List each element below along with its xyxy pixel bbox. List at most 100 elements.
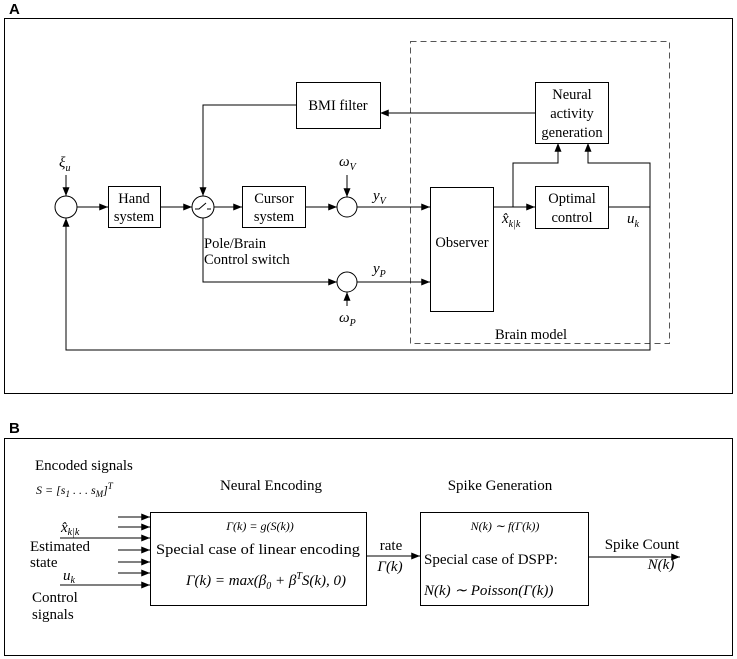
xi-u-label: ξu [59, 155, 70, 174]
encoding-description: Special case of linear encoding [156, 542, 361, 558]
panel-a: A Brain model BMI filter [4, 1, 733, 394]
xi-u-base: ξ [59, 155, 66, 171]
neural-activity-label-line1: Neural [552, 87, 591, 103]
input-u-k-label: uk [63, 568, 76, 586]
s-def-close: ] [102, 483, 108, 497]
y-p-sub: P [379, 269, 386, 280]
y-v-base: y [371, 188, 380, 204]
encoding-formula-mid: + β [271, 573, 297, 589]
panel-a-frame [4, 18, 733, 394]
control-signals-label-line2: signals [32, 607, 74, 623]
control-signals-label-line1: Control [32, 590, 78, 606]
xi-u-sub: u [65, 163, 70, 174]
omega-p-label: ωP [339, 310, 356, 329]
encoding-formula-tail: S(k), 0) [302, 573, 346, 589]
rate-symbol: Γ(k) [376, 559, 402, 575]
arrow-xhat-to-neural [512, 143, 562, 207]
y-v-label: yV [371, 188, 388, 207]
proprioceptive-noise-sum [336, 271, 358, 293]
u-k-label: uk [627, 211, 640, 230]
panel-b-label: B [9, 420, 20, 437]
arrow-uk-to-neural [584, 143, 651, 207]
control-switch-node [191, 195, 215, 219]
input-u-k-sub: k [71, 575, 76, 586]
input-u-k-base: u [63, 568, 71, 584]
omega-v-sub: V [350, 162, 358, 173]
brain-model-boundary [410, 41, 670, 344]
optimal-control-label-line1: Optimal [548, 191, 596, 207]
input-sum-junction [54, 195, 78, 219]
spike-formula-tail: (Γ(k)) [518, 583, 553, 599]
u-k-base: u [627, 211, 635, 227]
encoded-signals-title: Encoded signals [35, 458, 133, 474]
arrow-feedback-loop [62, 207, 651, 351]
spike-count-label: Spike Count [605, 537, 680, 553]
input-x-hat-sub: k|k [68, 527, 80, 538]
encoding-general-formula: Γ(k) = g(S(k)) [225, 519, 294, 533]
arrow-switch-to-omega-p [202, 218, 337, 286]
omega-v-base: ω [339, 154, 350, 170]
hand-system-label-line1: Hand [118, 191, 150, 207]
x-hat-label: x̂k|k [501, 211, 521, 230]
arrow-bmi-to-switch [199, 104, 296, 196]
hand-system-block [108, 186, 161, 228]
bmi-filter-label: BMI filter [308, 98, 367, 114]
spike-general-formula: N(k) ∼ f(Γ(k)) [470, 519, 540, 533]
bmi-filter-block [296, 82, 381, 129]
s-definition: S = [s1 . . . sM]T [36, 481, 114, 499]
neural-activity-label-line2: activity [550, 106, 594, 122]
omega-p-sub: P [349, 318, 356, 329]
s-def-sub1: 1 [65, 489, 70, 499]
neural-encoding-title: Neural Encoding [220, 478, 323, 494]
y-v-sub: V [380, 196, 388, 207]
s-def-sup: T [108, 481, 114, 491]
encoding-formula: Γ(k) = max(β0 + βTS(k), 0) [185, 571, 346, 592]
spike-generation-title: Spike Generation [448, 478, 553, 494]
omega-v-label: ωV [339, 154, 358, 173]
spike-count-symbol: N(k) [647, 557, 675, 573]
encoding-formula-sup: T [296, 571, 303, 582]
estimated-state-label-line1: Estimated [30, 539, 90, 555]
optimal-control-block [535, 186, 609, 229]
s-def-mid: . . . s [70, 483, 96, 497]
s-def-lead: S = [s [36, 483, 66, 497]
spike-generation-block [420, 512, 589, 606]
panel-a-label: A [9, 1, 20, 18]
u-k-sub: k [635, 219, 640, 230]
input-x-hat-base: x̂ [60, 520, 68, 536]
neural-activity-block [535, 82, 609, 144]
cursor-system-label-line1: Cursor [254, 191, 294, 207]
hand-system-label-line2: system [114, 209, 155, 225]
observer-block [430, 187, 494, 312]
input-x-hat-label: x̂k|k [60, 520, 80, 538]
neural-activity-label-line3: generation [541, 125, 603, 141]
neural-encoding-block [150, 512, 367, 606]
y-p-label: yP [371, 261, 386, 280]
encoding-formula-sub: 0 [266, 581, 271, 592]
spike-formula-dist: Poisson [470, 583, 519, 599]
panel-b: B Encoded signals S = [s1 . . . sM]T Neu… [4, 420, 733, 656]
rate-label: rate [380, 538, 403, 554]
x-hat-sub: k|k [509, 219, 521, 230]
spike-formula-lead: N(k) ∼ [423, 583, 471, 599]
panel-a-connections [62, 104, 651, 351]
estimated-state-label-line2: state [30, 555, 58, 571]
y-p-base: y [371, 261, 380, 277]
s-def-sub2: M [95, 489, 104, 499]
omega-p-base: ω [339, 310, 350, 326]
cursor-system-label-line2: system [254, 209, 295, 225]
cursor-system-block [242, 186, 306, 228]
observer-label: Observer [435, 235, 488, 251]
brain-model-label: Brain model [495, 327, 567, 343]
x-hat-base: x̂ [501, 211, 509, 227]
encoding-formula-lead: Γ(k) = max(β [185, 573, 267, 589]
spike-formula: N(k) ∼ Poisson(Γ(k)) [423, 583, 553, 599]
switch-icon [195, 202, 211, 210]
panel-b-frame [4, 438, 733, 656]
spike-description: Special case of DSPP: [424, 552, 558, 568]
switch-caption-line2: Control switch [204, 252, 291, 268]
visual-noise-sum [336, 196, 358, 218]
switch-caption-line1: Pole/Brain [204, 236, 267, 252]
optimal-control-label-line2: control [551, 210, 592, 226]
